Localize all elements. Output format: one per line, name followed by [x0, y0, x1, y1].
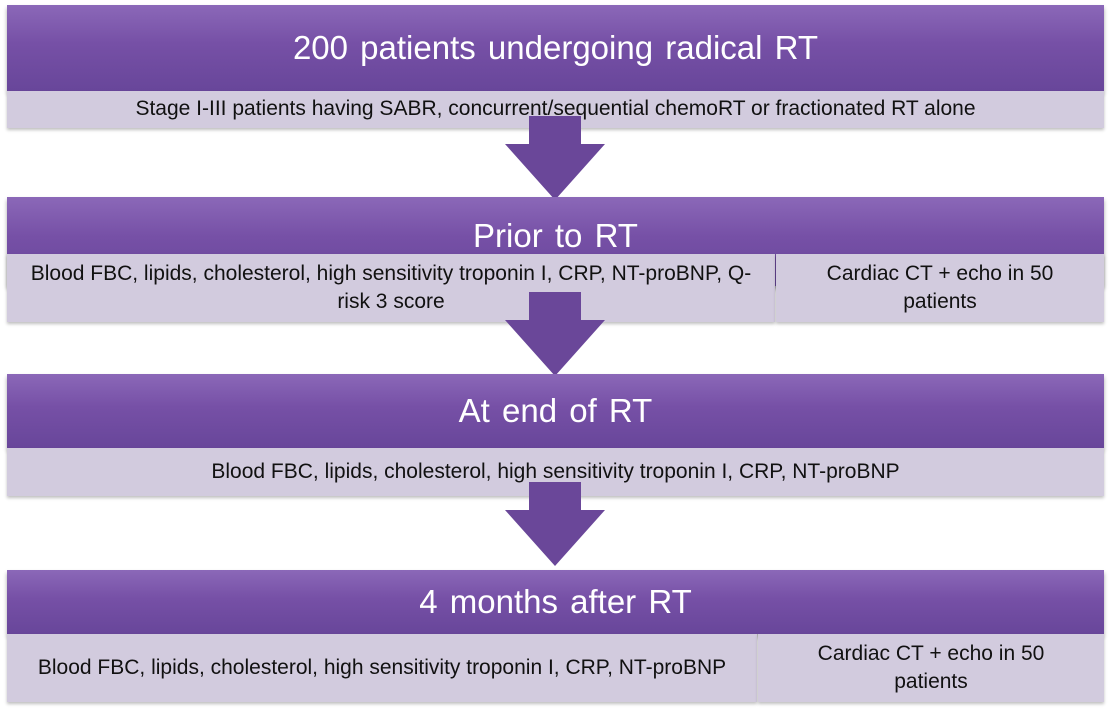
- down-arrow-icon: [505, 116, 605, 200]
- stage-2-detail-left: Blood FBC, lipids, cholesterol, high sen…: [7, 254, 775, 322]
- stage-1-title: 200 patients undergoing radical RT: [7, 5, 1104, 91]
- stage-3-title: At end of RT: [7, 374, 1104, 448]
- stage-4-detail-right: Cardiac CT + echo in 50 patients: [758, 634, 1104, 702]
- stage-2-detail-right: Cardiac CT + echo in 50 patients: [776, 254, 1104, 322]
- down-arrow-1: [505, 116, 605, 200]
- stage-4-title: 4 months after RT: [7, 570, 1104, 634]
- stage-4-detail-left: Blood FBC, lipids, cholesterol, high sen…: [7, 634, 757, 702]
- down-arrow-2: [505, 292, 605, 376]
- down-arrow-3: [505, 482, 605, 566]
- down-arrow-icon: [505, 482, 605, 566]
- down-arrow-icon: [505, 292, 605, 376]
